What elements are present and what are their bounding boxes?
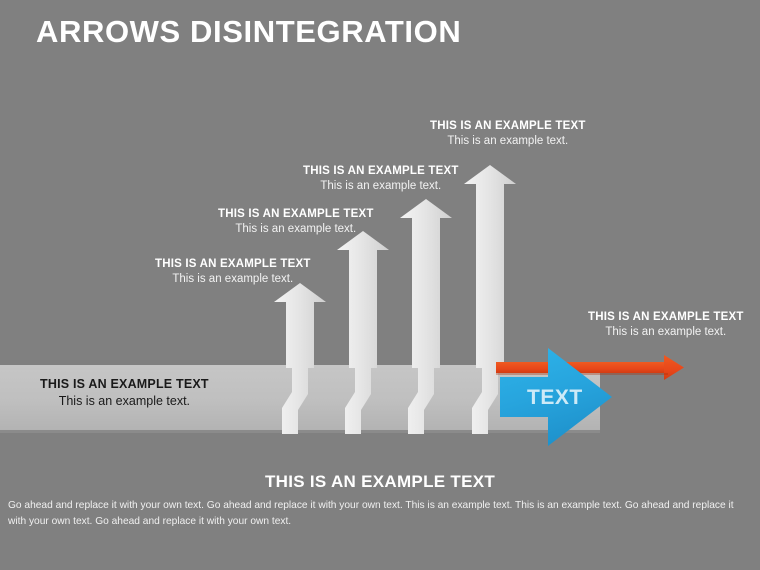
callout-4-subtitle: This is an example text. (447, 135, 569, 148)
callout-5-title: THIS IS AN EXAMPLE TEXT (588, 311, 744, 323)
orange-arrow (496, 355, 684, 380)
blue-arrow-label: TEXT (527, 386, 583, 409)
bottom-paragraph: Go ahead and replace it with your own te… (8, 500, 734, 527)
page-title: ARROWS DISINTEGRATION (36, 14, 462, 49)
callout-1-subtitle: This is an example text. (172, 273, 294, 286)
callout-3-subtitle: This is an example text. (320, 180, 442, 193)
callout-5-subtitle: This is an example text. (605, 326, 727, 339)
callout-band: THIS IS AN EXAMPLE TEXT This is an examp… (40, 377, 209, 410)
callout-1-title: THIS IS AN EXAMPLE TEXT (155, 258, 311, 270)
rising-arrow-1 (274, 283, 326, 434)
callout-2-subtitle: This is an example text. (235, 223, 357, 236)
callout-4-title: THIS IS AN EXAMPLE TEXT (430, 120, 586, 132)
callout-band-title: THIS IS AN EXAMPLE TEXT (40, 377, 209, 391)
callout-2: THIS IS AN EXAMPLE TEXT This is an examp… (218, 207, 374, 237)
callout-5: THIS IS AN EXAMPLE TEXT This is an examp… (588, 310, 744, 340)
bottom-text-block: THIS IS AN EXAMPLE TEXT Go ahead and rep… (0, 472, 760, 530)
callout-2-title: THIS IS AN EXAMPLE TEXT (218, 208, 374, 220)
callout-band-subtitle: This is an example text. (58, 393, 191, 408)
bottom-heading: THIS IS AN EXAMPLE TEXT (264, 472, 496, 491)
callout-3: THIS IS AN EXAMPLE TEXT This is an examp… (303, 164, 459, 194)
rising-arrow-2 (337, 231, 389, 434)
callout-1: THIS IS AN EXAMPLE TEXT This is an examp… (155, 257, 311, 287)
callout-4: THIS IS AN EXAMPLE TEXT This is an examp… (430, 119, 586, 149)
callout-3-title: THIS IS AN EXAMPLE TEXT (303, 165, 459, 177)
rising-arrow-3 (400, 199, 452, 434)
blue-arrow (500, 348, 612, 446)
